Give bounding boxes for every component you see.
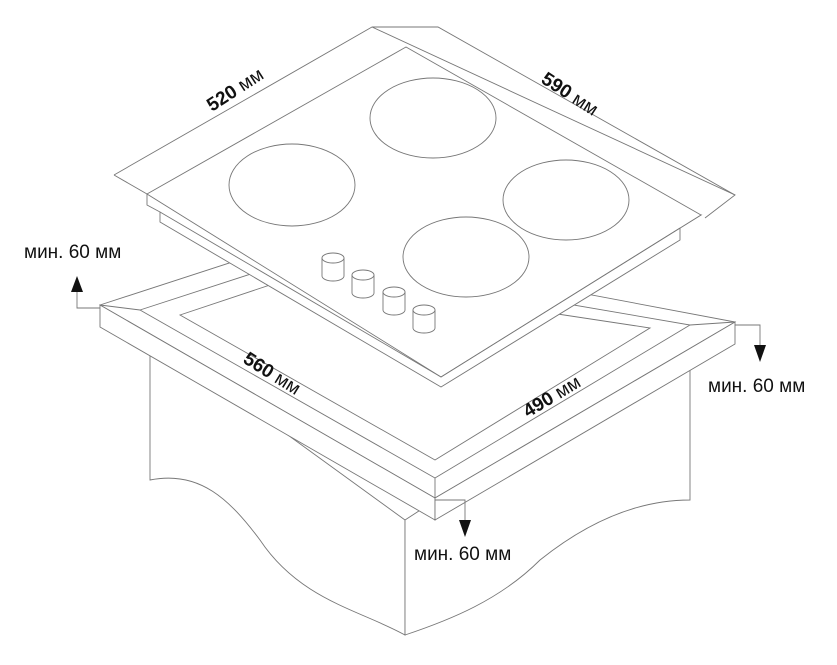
knob xyxy=(412,304,436,334)
front-clearance-label: мин. 60 мм xyxy=(414,544,511,565)
hob-width-unit: мм xyxy=(568,89,601,121)
hob-width-label: 590 мм xyxy=(537,69,601,121)
arrow-down-icon xyxy=(459,520,471,537)
burner-rear xyxy=(369,77,497,159)
arrow-down-icon xyxy=(754,345,766,362)
knob xyxy=(382,286,406,316)
hob-depth-unit: мм xyxy=(234,64,267,96)
back-clearance-label: мин. 60 мм xyxy=(24,242,121,263)
hob xyxy=(146,46,703,388)
side-clearance-label: мин. 60 мм xyxy=(708,376,805,397)
hob-dimension-frame xyxy=(113,26,736,219)
hob-depth-value: 520 xyxy=(203,81,241,116)
burner-right xyxy=(502,159,630,241)
burner-left xyxy=(228,143,356,227)
knob xyxy=(321,252,345,282)
clearance-arrows xyxy=(71,276,766,537)
burner-front xyxy=(402,216,530,298)
hob-width-value: 590 xyxy=(537,69,575,104)
arrow-up-icon xyxy=(71,276,83,292)
knob xyxy=(351,269,375,299)
hob-depth-label: 520 мм xyxy=(203,64,267,116)
control-knobs xyxy=(321,252,436,334)
